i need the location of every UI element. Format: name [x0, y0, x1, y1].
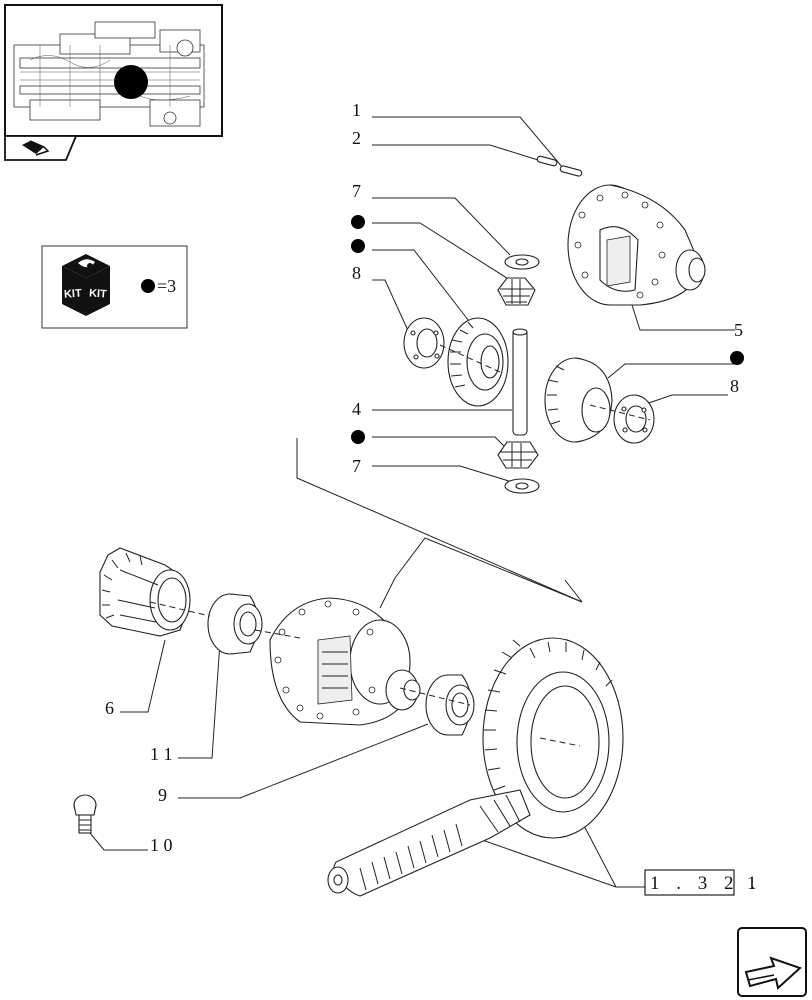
pinion-gear-top: [497, 277, 536, 306]
callout-8-right: 8: [730, 376, 739, 396]
callout-7-bottom: 7: [352, 456, 361, 476]
shim-ring-right: [613, 394, 655, 444]
shim-ring-left: [403, 317, 445, 369]
kit-marker-icon: [351, 215, 365, 229]
differential-case: [567, 184, 706, 306]
axis-centerlines: [149, 344, 651, 747]
assembly-thumbnail-icon[interactable]: [4, 4, 223, 137]
leader-lines-upper: [296, 116, 735, 609]
bolt: [73, 794, 97, 834]
kit-quantity-text: =3: [157, 276, 176, 296]
next-page-arrow-icon[interactable]: [737, 927, 807, 997]
kit-marker-icon: [351, 430, 365, 444]
leader-lines-lower: [89, 639, 645, 888]
pinion-gear-bottom: [497, 441, 539, 469]
kit-legend: KIT KIT =3: [41, 245, 188, 329]
crown-wheel: [482, 637, 624, 839]
cross-shaft: [512, 328, 528, 436]
book-icon[interactable]: [4, 135, 78, 161]
splined-sleeve: [99, 547, 191, 637]
reference-code: 1 . 3 2 .: [650, 873, 761, 894]
cross-reference[interactable]: 1 . 3 2 . 1: [644, 869, 763, 896]
kit-markers: [351, 215, 744, 444]
callout-1: 1: [352, 100, 361, 120]
callout-9: 9: [158, 785, 167, 805]
callout-2: 2: [352, 128, 361, 148]
kit-label-left: KIT: [64, 287, 83, 300]
callout-4: 4: [352, 399, 361, 419]
callout-5: 5: [734, 320, 743, 340]
roll-pin: [536, 155, 583, 177]
callout-10: 1 0: [150, 835, 173, 855]
bearing-right: [425, 674, 475, 736]
callout-8-left: 8: [352, 263, 361, 283]
thrust-washer-bottom: [504, 478, 540, 494]
pinion-shaft: [327, 789, 531, 897]
kit-label-right: KIT: [89, 287, 108, 300]
callout-7-top: 7: [352, 181, 361, 201]
thrust-washer-top: [504, 254, 540, 270]
reference-suffix: 1: [747, 873, 763, 894]
bearing-left: [207, 593, 263, 655]
kit-marker-icon: [351, 239, 365, 253]
side-gear-right: [544, 357, 613, 443]
kit-marker-icon: [730, 351, 744, 365]
filled-dot-icon: [141, 279, 155, 293]
callout-6: 6: [105, 698, 114, 718]
differential-assembly: [269, 597, 421, 726]
kit-box-icon: KIT KIT: [62, 254, 110, 316]
callout-11: 1 1: [150, 744, 173, 764]
